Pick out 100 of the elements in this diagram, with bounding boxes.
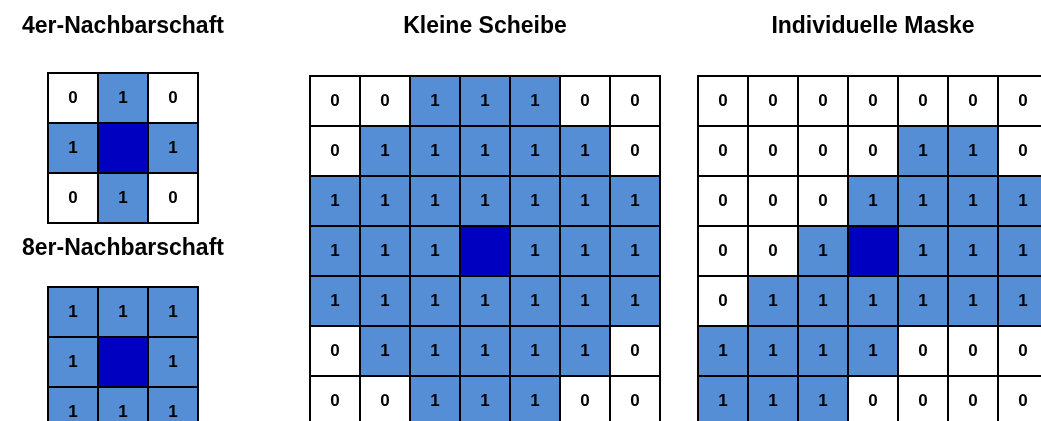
pixel-value: 1 xyxy=(799,277,847,325)
pixel-value: 1 xyxy=(99,174,147,222)
pixel-value: 0 xyxy=(849,127,897,175)
pixel-value: 1 xyxy=(999,277,1041,325)
pixel-value: 1 xyxy=(461,177,509,225)
pixel-value: 0 xyxy=(899,327,947,375)
pixel-value: 1 xyxy=(461,377,509,421)
grid-heading: Kleine Scheibe xyxy=(403,11,567,39)
pixel-value: 0 xyxy=(749,77,797,125)
pixel-value: 0 xyxy=(49,74,97,122)
pixel-value: 1 xyxy=(949,127,997,175)
pixel-value: 1 xyxy=(311,177,359,225)
pixel-value: 0 xyxy=(699,227,747,275)
pixel-value: 0 xyxy=(149,174,197,222)
pixel-value: 0 xyxy=(749,227,797,275)
pixel-value: 0 xyxy=(311,77,359,125)
pixel-value: 0 xyxy=(799,77,847,125)
pixel-value: 1 xyxy=(749,327,797,375)
grid-heading: 4er-Nachbarschaft xyxy=(22,11,224,39)
pixel-value: 1 xyxy=(411,227,459,275)
pixel-value: 1 xyxy=(411,127,459,175)
pixel-value: 1 xyxy=(149,288,197,336)
pixel-value: 1 xyxy=(849,277,897,325)
pixel-value: 1 xyxy=(361,127,409,175)
pixel-value: 0 xyxy=(999,77,1041,125)
pixel-value: 1 xyxy=(949,227,997,275)
pixel-value: 0 xyxy=(899,77,947,125)
pixel-value: 0 xyxy=(749,177,797,225)
pixel-value: 1 xyxy=(149,338,197,386)
grid-heading: 8er-Nachbarschaft xyxy=(22,233,224,261)
pixel-value: 1 xyxy=(49,338,97,386)
center-pixel xyxy=(99,338,147,386)
pixel-value: 0 xyxy=(899,377,947,421)
pixel-value: 1 xyxy=(411,277,459,325)
pixel-value: 1 xyxy=(561,227,609,275)
pixel-value: 0 xyxy=(799,127,847,175)
pixel-value: 1 xyxy=(849,327,897,375)
grid-heading: Individuelle Maske xyxy=(771,11,975,39)
pixel-value: 1 xyxy=(149,388,197,421)
pixel-value: 0 xyxy=(849,377,897,421)
pixel-value: 1 xyxy=(361,227,409,275)
pixel-value: 1 xyxy=(561,127,609,175)
pixel-value: 1 xyxy=(49,124,97,172)
pixel-value: 1 xyxy=(699,327,747,375)
pixel-value: 1 xyxy=(511,227,559,275)
pixel-value: 0 xyxy=(999,327,1041,375)
pixel-value: 0 xyxy=(561,377,609,421)
pixel-value: 1 xyxy=(99,288,147,336)
pixel-value: 1 xyxy=(561,177,609,225)
pixel-value: 0 xyxy=(949,377,997,421)
pixel-value: 0 xyxy=(749,127,797,175)
center-pixel xyxy=(461,227,509,275)
pixel-value: 1 xyxy=(749,277,797,325)
pixel-value: 0 xyxy=(611,327,659,375)
pixel-value: 0 xyxy=(699,77,747,125)
pixel-value: 0 xyxy=(611,77,659,125)
pixel-value: 0 xyxy=(699,177,747,225)
pixel-value: 1 xyxy=(799,327,847,375)
pixel-value: 0 xyxy=(311,327,359,375)
pixel-value: 1 xyxy=(511,77,559,125)
pixel-value: 1 xyxy=(311,277,359,325)
pixel-value: 1 xyxy=(411,177,459,225)
pixel-value: 0 xyxy=(49,174,97,222)
pixel-value: 0 xyxy=(949,77,997,125)
pixel-value: 1 xyxy=(999,227,1041,275)
pixel-value: 0 xyxy=(311,377,359,421)
pixel-value: 0 xyxy=(361,377,409,421)
pixel-value: 1 xyxy=(511,177,559,225)
pixel-value: 0 xyxy=(949,327,997,375)
pixel-value: 1 xyxy=(511,327,559,375)
pixel-value: 1 xyxy=(99,74,147,122)
pixel-value: 1 xyxy=(699,377,747,421)
pixel-value: 1 xyxy=(899,127,947,175)
pixel-value: 1 xyxy=(799,227,847,275)
pixel-value: 0 xyxy=(999,377,1041,421)
center-pixel xyxy=(849,227,897,275)
pixel-value: 1 xyxy=(99,388,147,421)
pixel-value: 1 xyxy=(899,277,947,325)
pixel-value: 0 xyxy=(149,74,197,122)
pixel-value: 0 xyxy=(361,77,409,125)
pixel-value: 1 xyxy=(611,277,659,325)
pixel-value: 1 xyxy=(561,277,609,325)
pixel-value: 1 xyxy=(561,327,609,375)
pixel-value: 1 xyxy=(461,127,509,175)
pixel-value: 1 xyxy=(49,388,97,421)
pixel-value: 0 xyxy=(611,127,659,175)
pixel-value: 0 xyxy=(799,177,847,225)
pixel-value: 1 xyxy=(949,277,997,325)
pixel-value: 1 xyxy=(899,177,947,225)
pixel-value: 1 xyxy=(611,227,659,275)
pixel-value: 1 xyxy=(799,377,847,421)
pixel-value: 0 xyxy=(611,377,659,421)
pixel-value: 1 xyxy=(149,124,197,172)
pixel-value: 1 xyxy=(611,177,659,225)
pixel-value: 0 xyxy=(311,127,359,175)
pixel-value: 1 xyxy=(361,277,409,325)
pixel-value: 1 xyxy=(461,277,509,325)
pixel-value: 1 xyxy=(511,377,559,421)
pixel-value: 1 xyxy=(461,327,509,375)
pixel-value: 0 xyxy=(849,77,897,125)
